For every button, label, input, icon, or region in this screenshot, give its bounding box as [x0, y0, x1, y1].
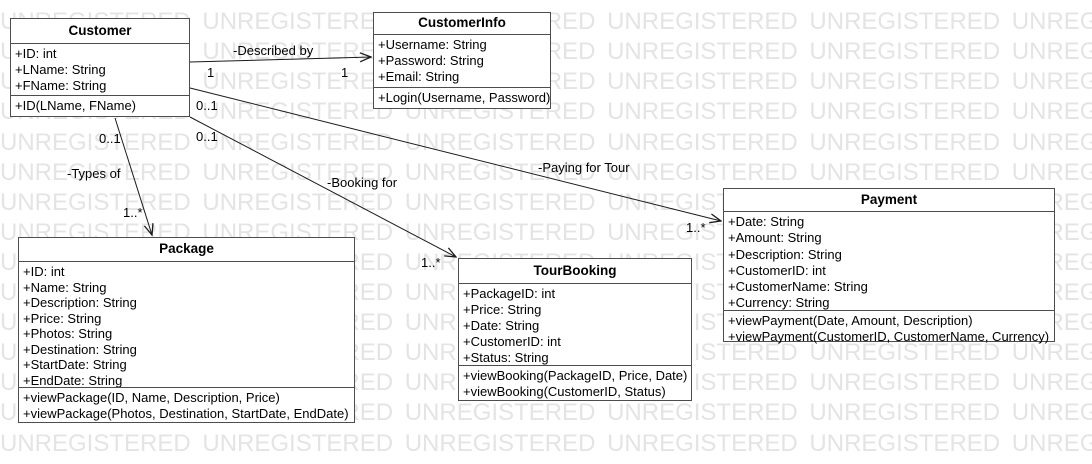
edge-described-by[interactable] [189, 57, 371, 63]
multiplicity-described-by-source[interactable]: 1 [207, 65, 215, 80]
method-row: +Login(Username, Password) [378, 90, 550, 105]
class-title: Customer [11, 19, 189, 44]
attribute-row: +Price: String [23, 310, 102, 326]
edge-types-of[interactable] [114, 117, 152, 235]
class-customerinfo[interactable]: CustomerInfo +Username: String +Password… [373, 12, 551, 109]
multiplicity-paying-for-tour-source[interactable]: 0..1 [196, 98, 218, 113]
edge-label-booking-for[interactable]: -Booking for [327, 175, 398, 190]
attribute-row: +CustomerID: int [728, 262, 826, 278]
attributes-section: +Username: String +Password: String +Ema… [374, 35, 550, 88]
attribute-row: +CustomerName: String [728, 279, 868, 295]
methods-section: +viewPayment(Date, Amount, Description) … [724, 311, 1054, 345]
edge-booking-for[interactable] [189, 116, 456, 257]
method-row: +viewPackage(Photos, Destination, StartD… [23, 405, 349, 421]
method-row: +viewPackage(ID, Name, Description, Pric… [23, 390, 280, 405]
multiplicity-described-by-target[interactable]: 1 [341, 65, 349, 80]
methods-section: +viewPackage(ID, Name, Description, Pric… [19, 388, 354, 421]
method-row: +ID(LName, FName) [15, 98, 136, 113]
attribute-row: +Username: String [378, 37, 487, 52]
class-title: Package [19, 238, 354, 262]
attribute-row: +ID: int [15, 46, 57, 61]
attribute-row: +Email: String [378, 69, 460, 84]
multiplicity-paying-for-tour-target[interactable]: 1..* [686, 220, 706, 235]
class-package[interactable]: Package +ID: int +Name: String +Descript… [18, 237, 355, 423]
attribute-row: +Amount: String [728, 230, 822, 246]
attribute-row: +PackageID: int [463, 286, 556, 301]
methods-section: +ID(LName, FName) [11, 96, 189, 114]
multiplicity-booking-for-target[interactable]: 1..* [421, 255, 441, 270]
attribute-row: +Description: String [23, 295, 137, 310]
attributes-section: +PackageID: int +Price: String +Date: St… [459, 284, 691, 366]
attribute-row: +Status: String [463, 350, 549, 365]
class-tourbooking[interactable]: TourBooking +PackageID: int +Price: Stri… [458, 258, 692, 401]
class-customer[interactable]: Customer +ID: int +LName: String +FName:… [10, 18, 190, 117]
class-title: CustomerInfo [374, 13, 550, 35]
attribute-row: +Price: String [463, 302, 542, 317]
multiplicity-booking-for-source[interactable]: 0..1 [196, 129, 218, 144]
attribute-row: +LName: String [15, 62, 106, 77]
attribute-row: +Date: String [463, 318, 540, 333]
attribute-row: +ID: int [23, 264, 65, 279]
attribute-row: +Currency: String [728, 295, 830, 311]
attributes-section: +ID: int +LName: String +FName: String [11, 44, 189, 96]
attribute-row: +FName: String [15, 78, 107, 93]
class-title: Payment [724, 189, 1054, 212]
method-row: +viewBooking(PackageID, Price, Date) [463, 368, 688, 383]
attribute-row: +Photos: String [23, 326, 113, 341]
attributes-section: +ID: int +Name: String +Description: Str… [19, 262, 354, 388]
attribute-row: +EndDate: String [23, 372, 123, 388]
edge-paying-for-tour[interactable] [189, 87, 721, 221]
class-title: TourBooking [459, 259, 691, 284]
multiplicity-types-of-target[interactable]: 1..* [123, 205, 143, 220]
attribute-row: +Destination: String [23, 341, 137, 357]
attribute-row: +Password: String [378, 53, 484, 68]
edge-label-described-by[interactable]: -Described by [233, 43, 314, 58]
methods-section: +viewBooking(PackageID, Price, Date) +vi… [459, 366, 691, 400]
edge-label-paying-for-tour[interactable]: -Paying for Tour [538, 160, 630, 175]
method-row: +viewPayment(CustomerID, CustomerName, C… [728, 329, 1050, 344]
attribute-row: +Date: String [728, 214, 805, 229]
attribute-row: +StartDate: String [23, 357, 127, 372]
attribute-row: +Description: String [728, 246, 842, 262]
multiplicity-types-of-source[interactable]: 0..1 [99, 131, 121, 146]
method-row: +viewPayment(Date, Amount, Description) [728, 313, 973, 328]
class-payment[interactable]: Payment +Date: String +Amount: String +D… [723, 188, 1055, 345]
edge-label-types-of[interactable]: -Types of [67, 166, 121, 181]
attributes-section: +Date: String +Amount: String +Descripti… [724, 212, 1054, 311]
method-row: +viewBooking(CustomerID, Status) [463, 384, 666, 399]
methods-section: +Login(Username, Password) [374, 88, 550, 106]
attribute-row: +Name: String [23, 279, 107, 295]
attribute-row: +CustomerID: int [463, 334, 561, 349]
